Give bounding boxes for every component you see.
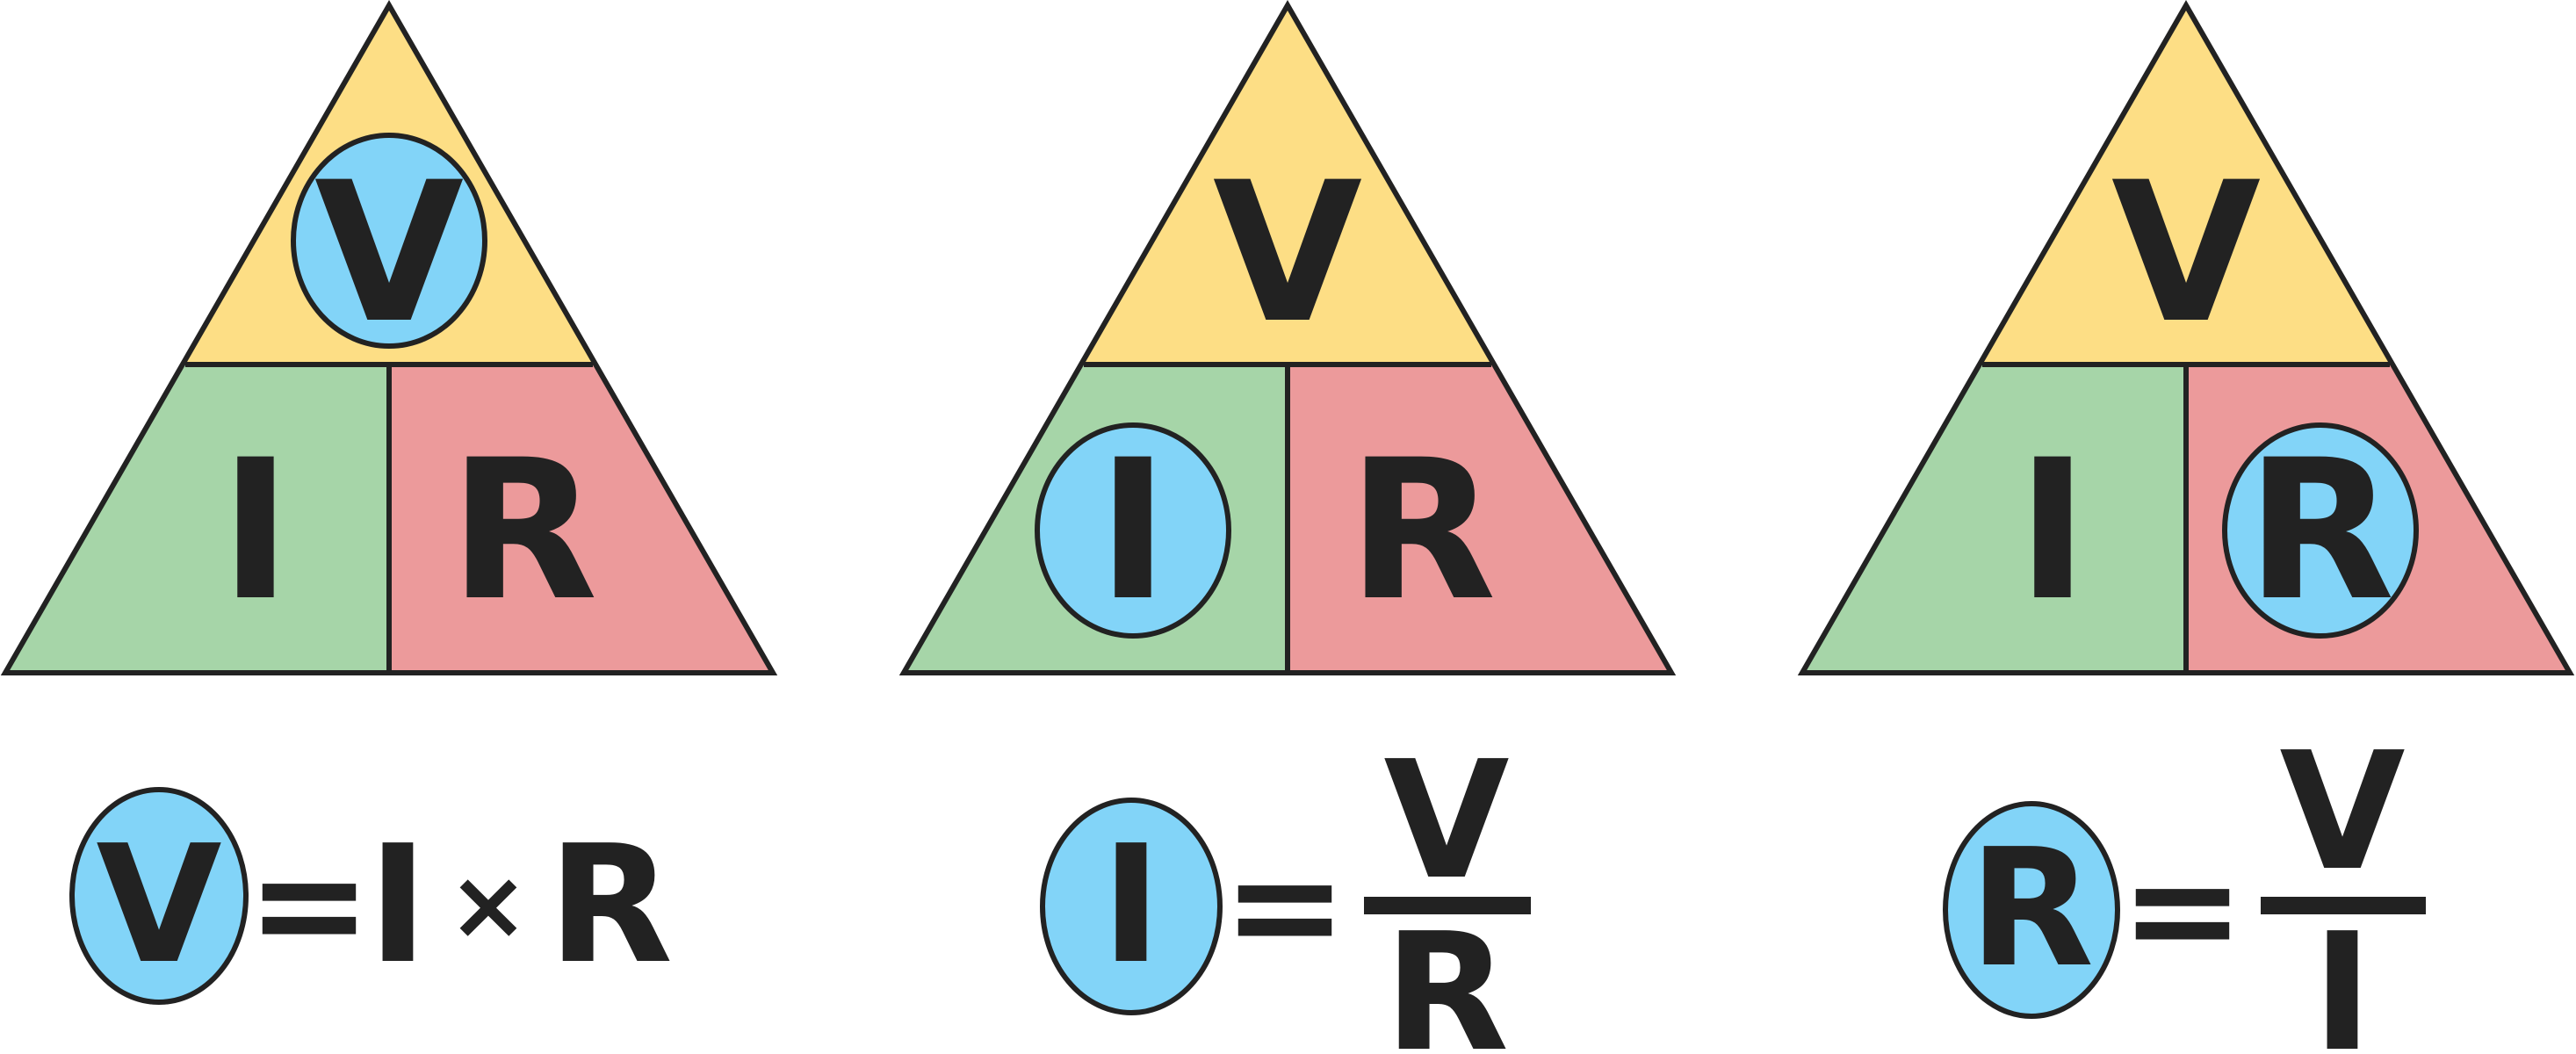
triangle-3-left-section bbox=[1804, 365, 2186, 672]
triangle-1-right-section bbox=[389, 365, 771, 672]
triangle-2: V I R bbox=[898, 0, 1677, 675]
triangle-1-left-label: I bbox=[220, 418, 292, 643]
triangle-3-top-label: V bbox=[2111, 141, 2261, 365]
triangle-3-outline bbox=[1797, 0, 2575, 675]
equation-1-lhs: V bbox=[96, 810, 221, 1000]
triangle-2-highlight-ellipse bbox=[1035, 422, 1231, 639]
triangle-1-right-label: R bbox=[449, 418, 597, 643]
triangle-2-right-section bbox=[1288, 365, 1670, 672]
triangle-2-outline bbox=[898, 0, 1677, 675]
triangle-1-left-section bbox=[7, 365, 389, 672]
triangle-2-top-section bbox=[1084, 5, 1491, 365]
triangle-1-outline bbox=[0, 0, 778, 675]
triangle-2-top-label: V bbox=[1213, 141, 1362, 365]
equation-2-equals-sign: = bbox=[1223, 819, 1347, 993]
triangle-3: V I R bbox=[1797, 0, 2575, 675]
equation-1-factor-a: I bbox=[368, 810, 429, 1000]
triangle-1: V I R bbox=[0, 0, 778, 675]
triangle-3-right-label: R bbox=[2246, 418, 2394, 643]
equation-1-equals-sign: = bbox=[247, 818, 372, 992]
triangle-3-left-label: I bbox=[2017, 418, 2089, 643]
triangle-3-highlight-ellipse bbox=[2222, 422, 2419, 639]
equation-2-fraction-bar bbox=[1364, 897, 1531, 914]
equation-3: R = V I bbox=[1943, 717, 2426, 1054]
triangle-1-highlight-ellipse bbox=[291, 133, 487, 349]
equation-1-lhs-ellipse bbox=[69, 787, 249, 1005]
equation-3-numerator: V bbox=[2279, 717, 2405, 906]
triangle-1-top-label: V bbox=[314, 141, 464, 365]
equation-3-equals-sign: = bbox=[2120, 823, 2245, 997]
equation-2-lhs: I bbox=[1101, 810, 1162, 1000]
triangle-2-right-label: R bbox=[1347, 418, 1496, 643]
triangle-3-top-section bbox=[1982, 5, 2390, 365]
equation-1-factor-b: R bbox=[548, 810, 673, 1000]
equation-3-lhs-ellipse bbox=[1943, 801, 2120, 1019]
equation-3-denominator: I bbox=[2313, 898, 2373, 1054]
equation-2: I = V R bbox=[1040, 726, 1531, 1054]
equation-3-fraction-bar bbox=[2261, 897, 2426, 914]
triangle-2-left-label: I bbox=[1097, 418, 1169, 643]
equation-1: V = I × R bbox=[69, 787, 673, 1005]
equation-2-lhs-ellipse bbox=[1040, 798, 1223, 1015]
equation-2-numerator: V bbox=[1383, 726, 1509, 915]
equation-2-denominator: R bbox=[1384, 898, 1509, 1054]
equation-3-lhs: R bbox=[1969, 813, 2094, 1003]
equation-1-times-sign: × bbox=[448, 848, 529, 961]
